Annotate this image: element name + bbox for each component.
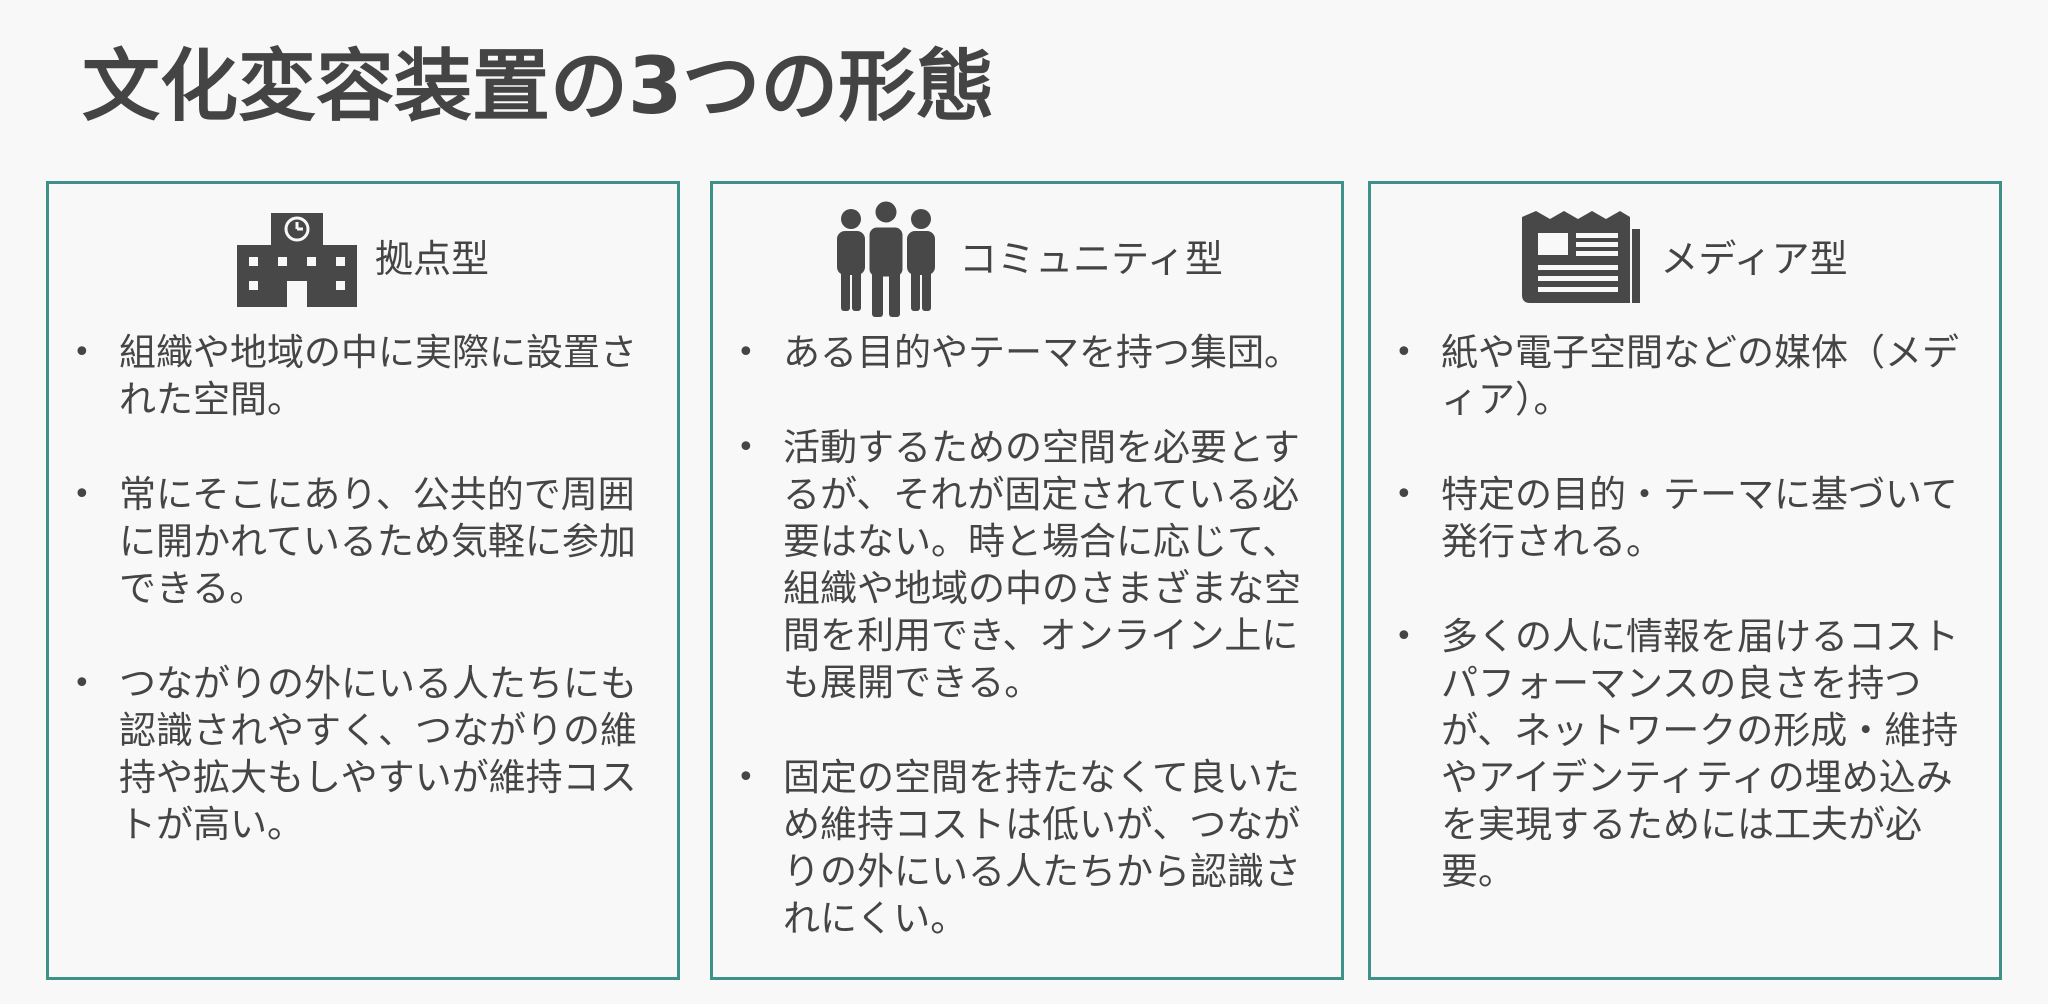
people-group-icon [831,199,941,319]
card-header: コミュニティ型 [713,199,1341,317]
list-item: • 活動するための空間を必要とするが、それが固定されている必要はない。時と場合に… [737,426,1301,704]
list-item: • 固定の空間を持たなくて良いため維持コストは低いが、つながりの外にいる人たちか… [737,756,1301,940]
bullet-dot-icon: • [1395,477,1413,512]
list-item: • 常にそこにあり、公共的で周囲に開かれているため気軽に参加できる。 [73,473,636,610]
bullet-dot-icon: • [737,760,755,795]
list-item: • ある目的やテーマを持つ集団。 [737,331,1301,374]
card-heading: 拠点型 [374,237,489,281]
page-title: 文化変容装置の3つの形態 [82,42,995,132]
bullet-list: • ある目的やテーマを持つ集団。 • 活動するための空間を必要とするが、それが固… [731,329,1319,990]
card-header: 拠点型 [49,204,677,314]
bullet-dot-icon: • [737,335,755,370]
bullet-list: • 紙や電子空間などの媒体（メディア）。 • 特定の目的・テーマに基づいて発行さ… [1389,329,1977,943]
bullet-dot-icon: • [73,335,91,370]
bullet-list: • 組織や地域の中に実際に設置された空間。 • 常にそこにあり、公共的で周囲に開… [67,329,655,896]
card-heading: コミュニティ型 [959,237,1223,281]
bullet-dot-icon: • [737,430,755,465]
card-heading: メディア型 [1660,237,1848,281]
list-item: • 組織や地域の中に実際に設置された空間。 [73,331,637,421]
card-community-type: コミュニティ型 • ある目的やテーマを持つ集団。 • 活動するための空間を必要と… [710,181,1344,980]
list-item: • 紙や電子空間などの媒体（メディア）。 [1395,331,1959,421]
bullet-dot-icon: • [73,477,91,512]
newspaper-icon [1522,211,1642,307]
list-item: • 多くの人に情報を届けるコストパフォーマンスの良さを持つが、ネットワークの形成… [1395,615,1959,893]
bullet-dot-icon: • [1395,619,1413,654]
list-item: • つながりの外にいる人たちにも認識されやすく、つながりの維持や拡大もしやすいが… [73,662,637,846]
bullet-dot-icon: • [1395,335,1413,370]
list-item: • 特定の目的・テーマに基づいて発行される。 [1395,473,1958,563]
card-media-type: メディア型 • 紙や電子空間などの媒体（メディア）。 • 特定の目的・テーマに基… [1368,181,2002,980]
card-base-type: 拠点型 • 組織や地域の中に実際に設置された空間。 • 常にそこにあり、公共的で… [46,181,680,980]
bullet-dot-icon: • [73,666,91,701]
building-icon [236,211,357,307]
card-header: メディア型 [1371,204,1999,314]
